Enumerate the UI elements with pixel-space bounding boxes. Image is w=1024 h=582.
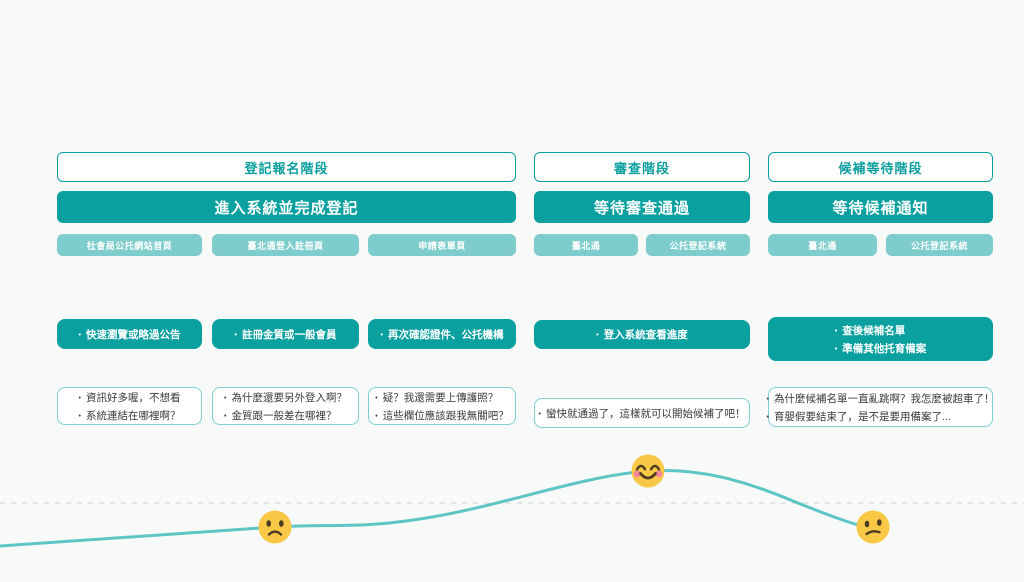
bullet-icon: • <box>596 332 599 339</box>
action-text: 快速瀏覽或略過公告 <box>85 328 181 341</box>
phase3-thought-box: • 為什麼候補名單一直亂跳啊？我怎麼被超車了！ • 育嬰假要結束了，是不是要用備案了… <box>766 387 995 427</box>
thought-text: 疑？我還需要上傳護照？ <box>382 391 499 404</box>
phase1-thought-box-3: • 疑？我還需要上傳護照？ • 這些欄位應該跟我無關吧？ <box>368 387 516 425</box>
emotion-curve-line <box>0 468 860 548</box>
phase1-title-box: 登記報名階段 <box>57 152 516 182</box>
frowning-face-icon <box>258 510 292 544</box>
phase1-thought-box-1: • 資訊好多喔，不想看 • 系統連結在哪裡啊？ <box>57 387 202 425</box>
phase3-touchpoint-childcare-system: 公托登記系統 <box>886 234 993 256</box>
phase2-thought-box: • 蠻快就通過了，這樣就可以開始候補了吧！ <box>534 398 750 428</box>
bullet-icon: • <box>224 412 227 420</box>
bullet-icon: • <box>766 395 769 403</box>
bullet-icon: • <box>766 413 769 421</box>
bullet-icon: • <box>538 410 541 418</box>
phase3-action-box: • 查後候補名單 • 準備其他托育備案 <box>768 317 993 361</box>
bullet-icon: • <box>380 331 383 339</box>
bullet-icon: • <box>375 412 378 420</box>
phase3-touchpoint-taipei-pass: 臺北通 <box>768 234 877 256</box>
thought-text: 金質跟一般差在哪裡？ <box>231 409 337 422</box>
bullet-icon: • <box>834 345 838 353</box>
bullet-icon: • <box>834 327 838 335</box>
thought-text: 育嬰假要結束了，是不是要用備案了... <box>773 410 951 423</box>
phase2-touchpoint-childcare-system: 公托登記系統 <box>646 234 750 256</box>
smiling-face-blush-icon <box>631 454 665 488</box>
bullet-icon: • <box>78 394 81 402</box>
action-text: 查後候補名單 <box>842 324 906 337</box>
phase1-touchpoint-application-form: 申請表單頁 <box>368 234 516 256</box>
thought-text: 為什麼還要另外登入啊？ <box>231 391 347 404</box>
phase1-action-confirm-documents: • 再次確認證件、公托機構 <box>368 319 516 349</box>
action-text: 註冊金質或一般會員 <box>241 328 337 341</box>
action-text: 準備其他托育備案 <box>842 342 927 355</box>
bullet-icon: • <box>234 331 237 339</box>
thought-text: 為什麼候補名單一直亂跳啊？我怎麼被超車了！ <box>773 392 995 405</box>
phase1-thought-box-2: • 為什麼還要另外登入啊？ • 金質跟一般差在哪裡？ <box>212 387 359 425</box>
phase1-touchpoint-social-bureau-homepage: 社會局公托網站首頁 <box>57 234 202 256</box>
phase2-main-step: 等待審查通過 <box>534 191 750 223</box>
action-text: 登入系統查看進度 <box>603 329 688 341</box>
phase1-touchpoint-taipei-pass-login: 臺北通登入註冊頁 <box>212 234 359 256</box>
thought-text: 這些欄位應該跟我無關吧？ <box>382 409 509 422</box>
phase3-title-box: 候補等待階段 <box>768 152 993 182</box>
phase2-action-check-progress: • 登入系統查看進度 <box>534 320 750 349</box>
bullet-icon: • <box>78 412 81 420</box>
bullet-icon: • <box>78 331 81 339</box>
phase2-title-box: 審查階段 <box>534 152 750 182</box>
thought-text: 資訊好多喔，不想看 <box>85 391 181 404</box>
bullet-icon: • <box>375 394 378 402</box>
thought-text: 蠻快就通過了，這樣就可以開始候補了吧！ <box>545 407 746 420</box>
phase1-action-browse-announcements: • 快速瀏覽或略過公告 <box>57 319 202 349</box>
phase1-main-step: 進入系統並完成登記 <box>57 191 516 223</box>
phase3-main-step: 等待候補通知 <box>768 191 993 223</box>
action-text: 再次確認證件、公托機構 <box>387 328 504 341</box>
bullet-icon: • <box>224 394 227 402</box>
phase2-touchpoint-taipei-pass: 臺北通 <box>534 234 638 256</box>
thought-text: 系統連結在哪裡啊？ <box>85 409 181 422</box>
phase1-action-register-member: • 註冊金質或一般會員 <box>212 319 359 349</box>
confused-face-icon <box>856 510 890 544</box>
